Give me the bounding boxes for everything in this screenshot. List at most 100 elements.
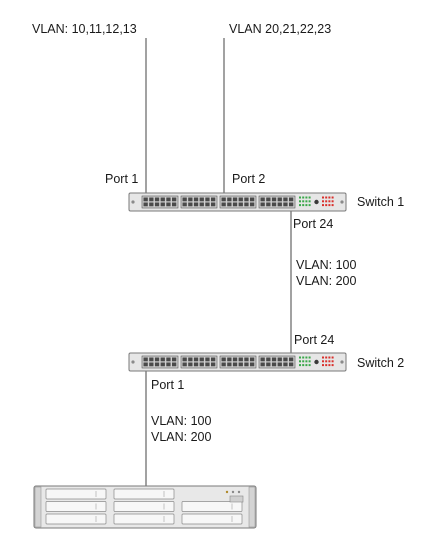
ethernet-port xyxy=(283,202,288,207)
ethernet-port xyxy=(205,197,210,202)
ethernet-port xyxy=(166,362,171,367)
ethernet-port xyxy=(266,197,271,202)
ethernet-port xyxy=(289,197,294,202)
ethernet-port xyxy=(232,202,238,207)
ethernet-port xyxy=(227,197,232,202)
ethernet-port xyxy=(188,357,193,362)
ethernet-port xyxy=(182,357,187,362)
status-led-red xyxy=(331,200,334,203)
status-led-red xyxy=(325,364,328,367)
ethernet-port xyxy=(289,357,294,362)
server-ear-right xyxy=(248,486,256,528)
status-led-green xyxy=(308,364,311,367)
ethernet-port xyxy=(283,357,288,362)
ethernet-port xyxy=(211,202,216,207)
console-port-icon xyxy=(314,199,319,205)
status-led-green xyxy=(299,196,301,199)
right-uplink-vlans: VLAN 20,21,22,23 xyxy=(229,22,331,36)
server-device xyxy=(33,485,257,529)
switch1-led-panel xyxy=(299,196,334,207)
ethernet-port xyxy=(199,362,204,367)
ethernet-port xyxy=(172,362,177,367)
ethernet-port xyxy=(205,202,210,207)
ethernet-port xyxy=(182,362,187,367)
ethernet-port xyxy=(289,202,294,207)
ethernet-port xyxy=(154,197,160,202)
ethernet-port xyxy=(149,197,154,202)
ethernet-port xyxy=(166,357,171,362)
ethernet-port xyxy=(227,362,232,367)
ethernet-port xyxy=(266,362,271,367)
status-led-green xyxy=(302,356,305,359)
ethernet-port xyxy=(154,357,160,362)
switch2-port24-label: Port 24 xyxy=(294,333,334,347)
status-led-green xyxy=(302,360,305,363)
ethernet-port xyxy=(221,357,226,362)
ethernet-port xyxy=(238,362,243,367)
status-led-green xyxy=(302,196,305,199)
ethernet-port xyxy=(211,362,216,367)
status-led-green xyxy=(305,364,308,367)
server-drive-bays xyxy=(45,488,243,525)
ethernet-port xyxy=(283,362,288,367)
status-led-red xyxy=(322,204,324,207)
ethernet-port xyxy=(149,362,154,367)
ethernet-port xyxy=(250,362,255,367)
ethernet-port xyxy=(193,197,199,202)
ethernet-port xyxy=(221,197,226,202)
ethernet-port xyxy=(271,362,277,367)
ethernet-port xyxy=(227,202,232,207)
status-led-red xyxy=(325,204,328,207)
ethernet-port xyxy=(232,362,238,367)
status-led-red xyxy=(325,200,328,203)
ethernet-port xyxy=(143,362,148,367)
status-led-green xyxy=(305,356,308,359)
status-led-green xyxy=(305,200,308,203)
trunk-vlan-200: VLAN: 200 xyxy=(296,274,357,288)
status-led-red xyxy=(325,196,328,199)
status-led-green xyxy=(299,360,301,363)
switch2-mount-screw-right xyxy=(340,360,344,364)
status-led-red xyxy=(325,356,328,359)
switch1-port1-label: Port 1 xyxy=(105,172,138,186)
status-led-red xyxy=(328,204,331,207)
server-status-panel xyxy=(225,490,244,503)
ethernet-port xyxy=(193,357,199,362)
ethernet-port xyxy=(232,357,238,362)
ethernet-port xyxy=(205,362,210,367)
status-led-green xyxy=(308,356,311,359)
ethernet-port xyxy=(277,197,282,202)
status-led-red xyxy=(331,204,334,207)
ethernet-port xyxy=(211,357,216,362)
status-led-green xyxy=(302,204,305,207)
status-led-red xyxy=(331,364,334,367)
switch1-mount-screw-left xyxy=(131,200,135,204)
server-link-vlan-200: VLAN: 200 xyxy=(151,430,212,444)
ethernet-port xyxy=(172,357,177,362)
ethernet-port xyxy=(271,357,277,362)
server-control-panel xyxy=(229,495,244,503)
drive-bay xyxy=(181,501,243,512)
ethernet-port xyxy=(283,197,288,202)
status-led-red xyxy=(322,196,324,199)
status-led-red xyxy=(322,200,324,203)
ethernet-port xyxy=(221,362,226,367)
switch1-name: Switch 1 xyxy=(357,195,404,209)
switch1-port-bank xyxy=(141,195,296,209)
ethernet-port xyxy=(182,202,187,207)
cables xyxy=(145,38,292,492)
switch1-device xyxy=(128,192,347,212)
status-led-green xyxy=(308,360,311,363)
ethernet-port xyxy=(244,357,249,362)
status-led-red xyxy=(322,356,324,359)
ethernet-port xyxy=(260,202,265,207)
status-led-red xyxy=(328,196,331,199)
status-led-red xyxy=(325,360,328,363)
ethernet-port xyxy=(266,202,271,207)
ethernet-port xyxy=(250,197,255,202)
status-led-green xyxy=(305,196,308,199)
status-led-green xyxy=(299,364,301,367)
ethernet-port xyxy=(166,197,171,202)
ethernet-port xyxy=(289,362,294,367)
